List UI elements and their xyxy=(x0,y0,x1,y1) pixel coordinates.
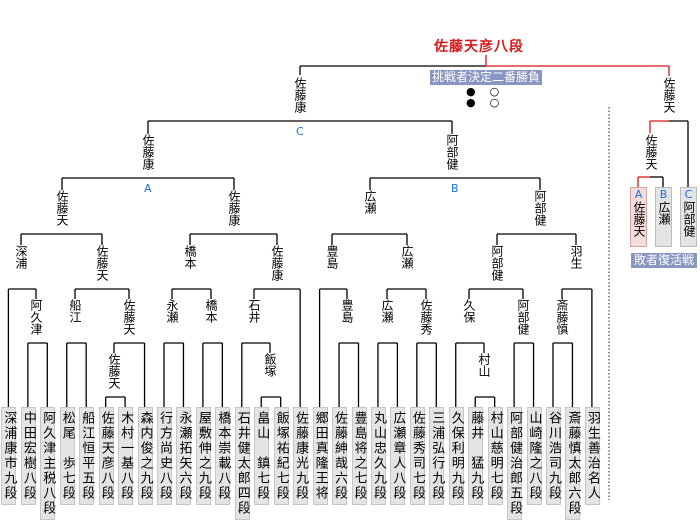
match-mark: A xyxy=(144,182,152,195)
bracket-lines xyxy=(7,55,689,500)
player-box: 永瀬拓矢六段 xyxy=(176,407,192,505)
match-winner-label: 佐藤天 xyxy=(95,245,109,281)
player-box: 村山慈明七段 xyxy=(487,407,503,505)
player-box: 斎藤慎太郎六段 xyxy=(565,407,581,520)
player-box: 森内俊之九段 xyxy=(137,407,153,505)
left-result-game-2: ● xyxy=(466,96,476,109)
match-winner-label: 橋本 xyxy=(204,299,218,323)
player-box: 船江恒平五段 xyxy=(79,407,95,505)
entry-mark: A xyxy=(634,188,643,201)
match-winner-label: 永瀬 xyxy=(165,299,179,323)
player-box: 佐藤康光九段 xyxy=(293,407,309,505)
player-box: 木村一基八段 xyxy=(118,407,134,505)
player-box: 広瀬章人八段 xyxy=(390,407,406,505)
player-box: 久保利明九段 xyxy=(448,407,464,505)
player-box: 石井健太郎四段 xyxy=(234,407,250,520)
match-winner-label: 羽生 xyxy=(569,245,583,269)
match-winner-label: 橋本 xyxy=(183,245,197,269)
player-box: 佐藤秀司七段 xyxy=(409,407,425,505)
player-box: 佐藤紳哉六段 xyxy=(332,407,348,505)
match-winner-label: 阿部健 xyxy=(516,299,530,335)
match-winner-label: 佐藤康 xyxy=(270,245,284,281)
repechage-entry-b: B 広瀬 xyxy=(655,187,672,247)
player-box: 佐藤天彦八段 xyxy=(98,407,114,505)
game-2-result: ●○ xyxy=(466,97,499,108)
match-winner-label: 石井 xyxy=(247,299,261,323)
match-winner-label: 広瀬 xyxy=(380,299,394,323)
match-winner-label: 豊島 xyxy=(325,245,339,269)
player-box: 飯塚祐紀七段 xyxy=(273,407,289,505)
match-winner-label: 広瀬 xyxy=(400,245,414,269)
player-box: 屋敷伸之九段 xyxy=(195,407,211,505)
game-1-result: ●○ xyxy=(466,86,499,97)
entry-mark: C xyxy=(684,188,693,201)
player-box: 羽生善治名人 xyxy=(584,407,600,505)
player-box: 橋本崇載八段 xyxy=(215,407,231,505)
player-box: 阿久津主税八段 xyxy=(40,407,56,520)
match-winner-label: 佐藤天 xyxy=(107,353,121,389)
entry-name: 佐藤天 xyxy=(632,201,646,237)
player-box: 豊島将之七段 xyxy=(351,407,367,505)
player-box: 山崎隆之八段 xyxy=(526,407,542,505)
series-record: ●○ ●○ xyxy=(466,86,499,108)
player-box: 中田宏樹八段 xyxy=(20,407,36,505)
match-winner-label: 斎藤慎 xyxy=(555,299,569,335)
champion-title: 佐藤天彦八段 xyxy=(434,39,524,55)
match-winner-label: 佐藤康 xyxy=(141,134,155,170)
right-result-game-2: ○ xyxy=(489,96,500,109)
match-winner-label: 船江 xyxy=(68,299,82,323)
repechage-label: 敗者復活戦 xyxy=(631,253,697,268)
player-box: 阿部健治郎五段 xyxy=(507,407,523,520)
match-winner-label: 佐藤天 xyxy=(122,299,136,335)
match-winner-label: 飯塚 xyxy=(263,353,277,377)
match-winner-label: 佐藤康 xyxy=(293,77,307,113)
match-winner-label: 阿久津 xyxy=(29,299,43,335)
player-box: 丸山忠久九段 xyxy=(370,407,386,505)
player-box: 藤井 猛九段 xyxy=(468,407,484,505)
repechage-entry-c: C 阿部健 xyxy=(680,187,697,247)
match-winner-label: 豊島 xyxy=(340,299,354,323)
match-winner-label: 村山 xyxy=(477,353,491,377)
right-finalist-label: 佐藤天 xyxy=(662,77,676,113)
match-mark: C xyxy=(296,125,304,138)
match-winner-label: 佐藤康 xyxy=(227,190,241,226)
player-box: 谷川浩司九段 xyxy=(546,407,561,505)
match-mark: B xyxy=(451,182,459,195)
player-box: 郷田真隆王将 xyxy=(312,407,328,505)
player-box: 畠山 鎮七段 xyxy=(254,407,270,505)
entry-name: 阿部健 xyxy=(682,201,696,237)
match-winner-label: 広瀬 xyxy=(363,190,377,214)
player-box: 松尾 歩七段 xyxy=(59,407,75,505)
player-box: 深浦康市九段 xyxy=(1,407,17,505)
player-box: 三浦弘行九段 xyxy=(429,407,445,505)
match-winner-label: 阿部健 xyxy=(533,190,547,226)
match-winner-label: 久保 xyxy=(462,299,476,323)
entry-name: 広瀬 xyxy=(657,201,671,225)
left-result-game-1: ● xyxy=(466,85,476,98)
match-winner-label: 深浦 xyxy=(14,245,28,269)
player-box: 行方尚史八段 xyxy=(157,407,172,505)
challenger-series-label: 挑戦者決定二番勝負 xyxy=(430,70,543,85)
match-winner-label: 阿部健 xyxy=(445,134,459,170)
right-result-game-1: ○ xyxy=(489,85,500,98)
match-winner-label: 佐藤秀 xyxy=(419,299,433,335)
repechage-winner-label: 佐藤天 xyxy=(644,134,658,170)
entry-mark: B xyxy=(659,188,668,201)
repechage-entry-a: A 佐藤天 xyxy=(630,187,647,247)
match-winner-label: 阿部健 xyxy=(490,245,504,281)
match-winner-label: 佐藤天 xyxy=(55,190,69,226)
